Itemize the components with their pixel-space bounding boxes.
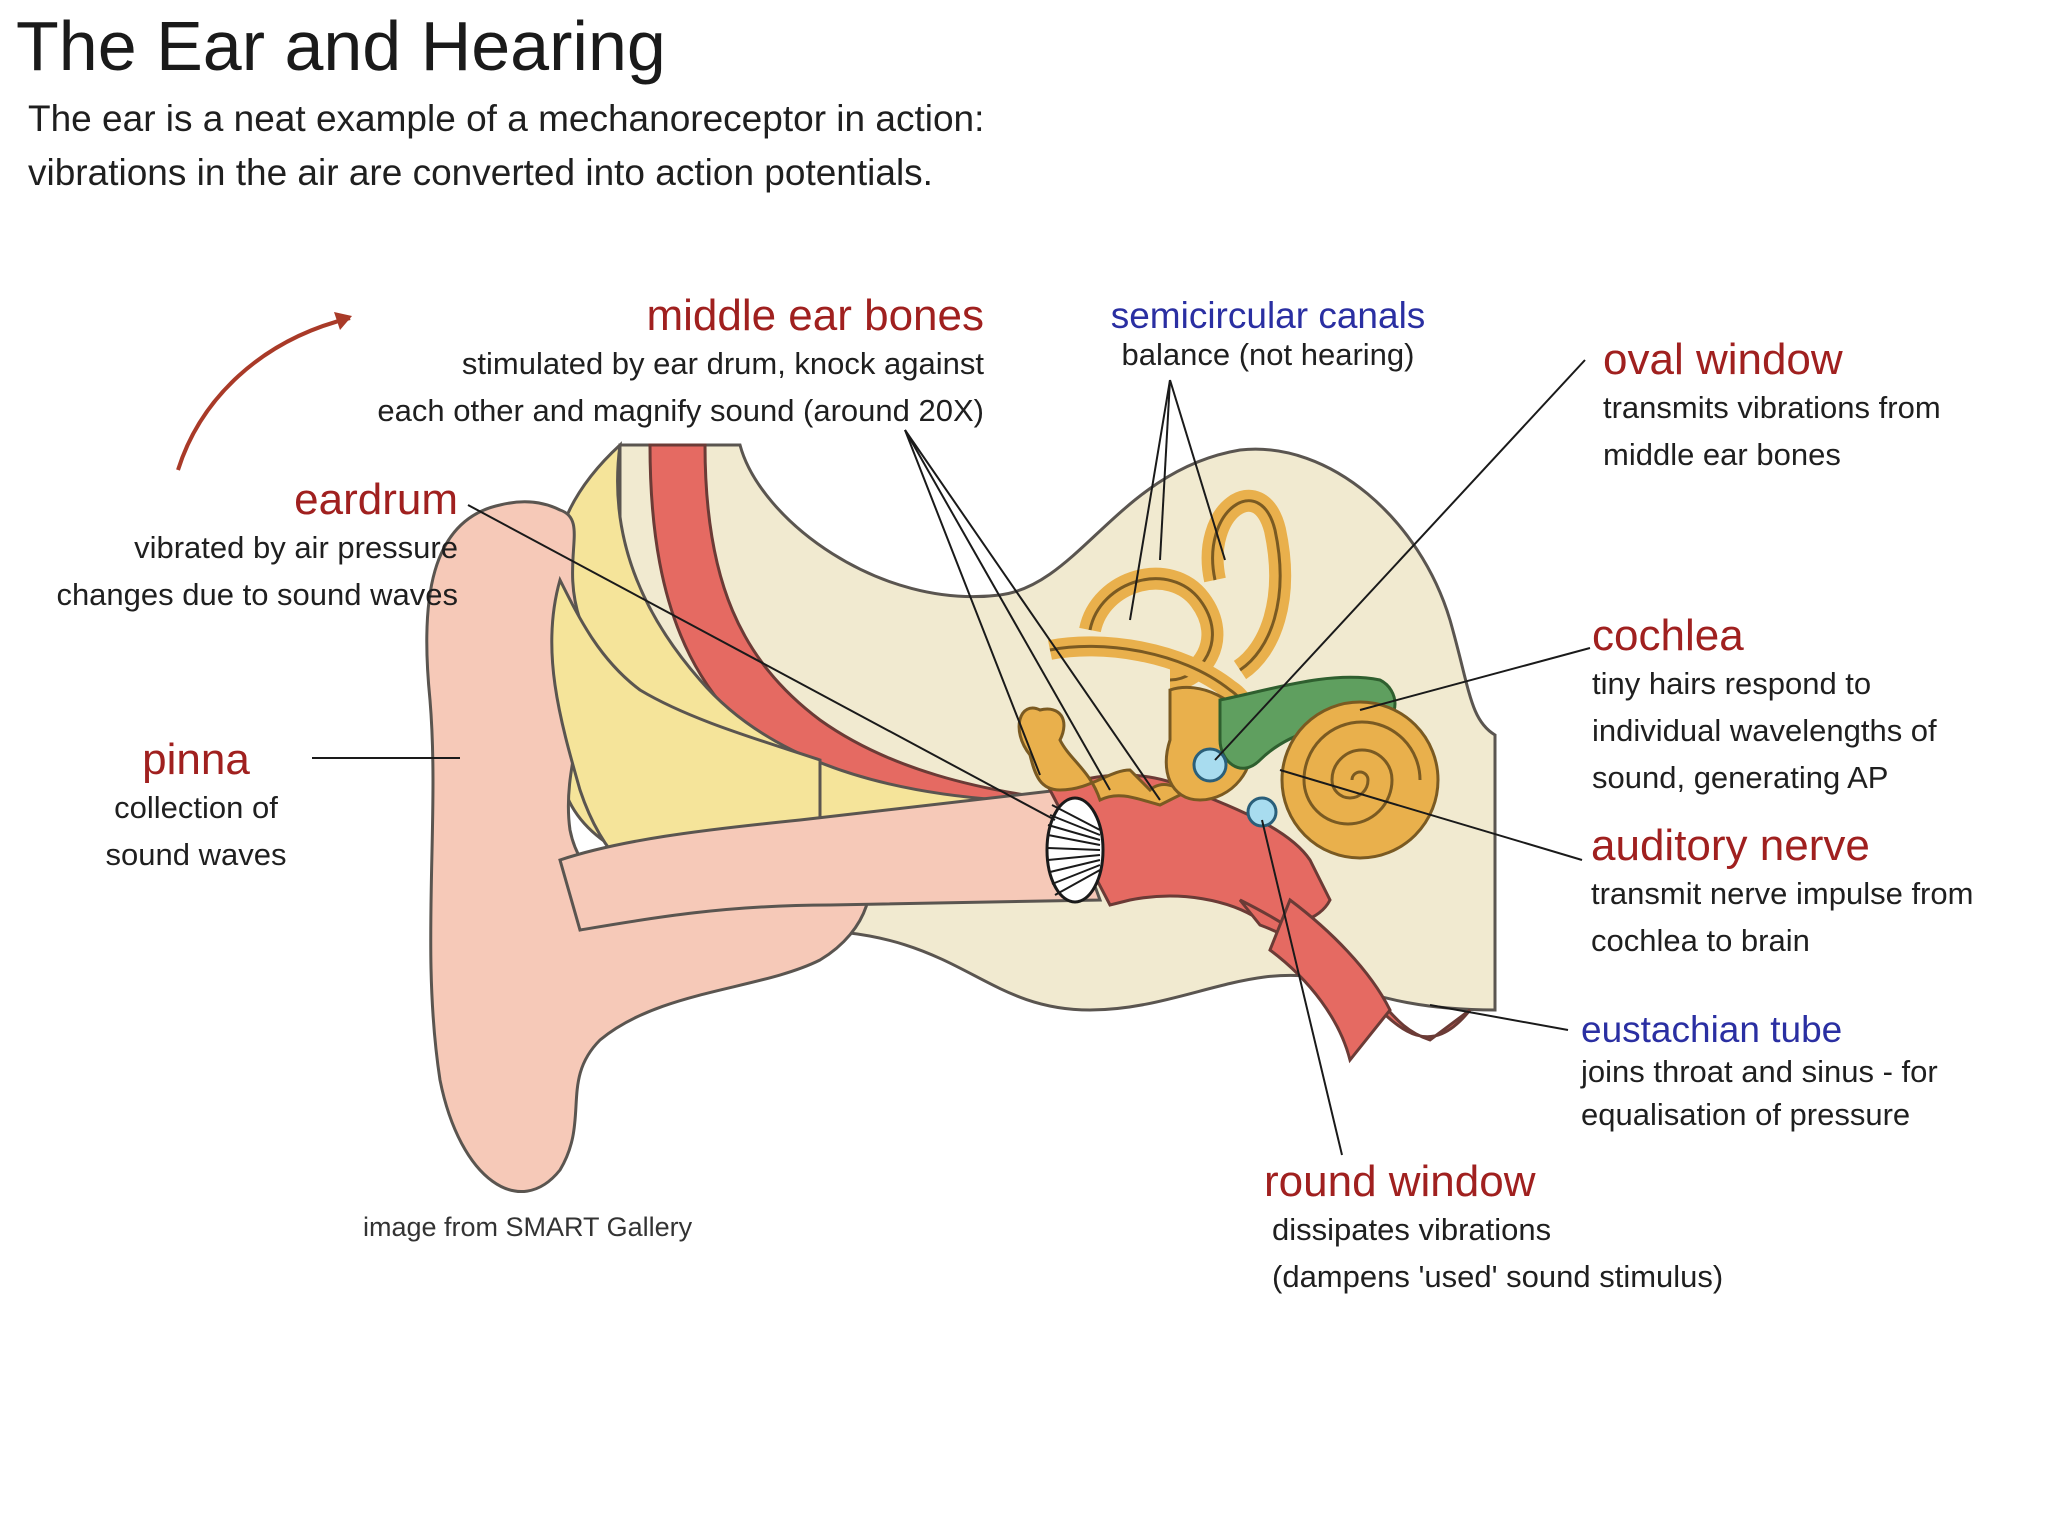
label-auditory-nerve: auditory nerve transmit nerve impulse fr… (1591, 822, 1973, 964)
sound-direction-arrow (176, 316, 351, 471)
cochlea-title: cochlea (1592, 611, 1744, 660)
ear-canal (558, 788, 1103, 932)
label-round-window: round window dissipates vibrations (damp… (1264, 1158, 1723, 1300)
page-title: The Ear and Hearing (16, 7, 666, 85)
subtitle-line-2: vibrations in the air are converted into… (28, 152, 933, 193)
label-pinna: pinna collection of sound waves (80, 736, 312, 878)
eardrum-desc-2: changes due to sound waves (56, 577, 458, 612)
label-oval-window: oval window transmits vibrations from mi… (1603, 336, 1941, 478)
pinna-desc-2: sound waves (105, 837, 287, 872)
semicircular-canals-title: semicircular canals (1110, 295, 1426, 336)
cochlea-shape (1280, 700, 1440, 860)
oval-window-title: oval window (1603, 335, 1843, 384)
cochlea-desc-3: sound, generating AP (1592, 760, 1889, 795)
label-middle-ear-bones: middle ear bones stimulated by ear drum,… (377, 292, 984, 434)
subtitle-line-1: The ear is a neat example of a mechanore… (28, 98, 985, 139)
pinna-title: pinna (142, 735, 250, 784)
cochlea-desc-2: individual wavelengths of (1592, 713, 1937, 748)
arrow-head-icon (334, 312, 352, 330)
middle-ear-bones-desc-2: each other and magnify sound (around 20X… (377, 393, 984, 428)
auditory-nerve-title: auditory nerve (1591, 821, 1870, 870)
pinna-desc-1: collection of (114, 790, 278, 825)
eustachian-tube-desc-1: joins throat and sinus - for (1581, 1054, 1938, 1089)
eustachian-tube-desc-2: equalisation of pressure (1581, 1097, 1911, 1132)
oval-window-desc-2: middle ear bones (1603, 437, 1841, 472)
eustachian-tube-title: eustachian tube (1581, 1009, 1843, 1050)
eardrum-desc-1: vibrated by air pressure (134, 530, 458, 565)
auditory-nerve-desc-2: cochlea to brain (1591, 923, 1810, 958)
middle-ear-bones-desc-1: stimulated by ear drum, knock against (461, 346, 984, 381)
middle-ear-bones-title: middle ear bones (646, 291, 984, 340)
label-cochlea: cochlea tiny hairs respond to individual… (1592, 612, 1937, 801)
cochlea-desc-1: tiny hairs respond to (1592, 666, 1872, 701)
label-eardrum: eardrum vibrated by air pressure changes… (56, 476, 458, 618)
round-window-title: round window (1264, 1157, 1536, 1206)
label-eustachian-tube: eustachian tube joins throat and sinus -… (1581, 1010, 1938, 1136)
round-window-desc-1: dissipates vibrations (1272, 1212, 1552, 1247)
image-credit: image from SMART Gallery (363, 1212, 693, 1242)
round-window-shape (1246, 796, 1278, 828)
ossicles (1017, 706, 1182, 807)
round-window-desc-2: (dampens 'used' sound stimulus) (1272, 1259, 1724, 1294)
middle-ear-cavity (1047, 773, 1332, 926)
eardrum-title: eardrum (294, 475, 458, 524)
label-semicircular-canals: semicircular canals balance (not hearing… (1092, 296, 1444, 374)
eardrum-shape (1045, 796, 1105, 904)
leader-lines (312, 359, 1591, 1156)
semicircular-canals-desc: balance (not hearing) (1121, 337, 1415, 372)
oval-window-desc-1: transmits vibrations from (1603, 390, 1941, 425)
auditory-nerve-desc-1: transmit nerve impulse from (1591, 876, 1974, 911)
page-subtitle: The ear is a neat example of a mechanore… (28, 92, 984, 200)
